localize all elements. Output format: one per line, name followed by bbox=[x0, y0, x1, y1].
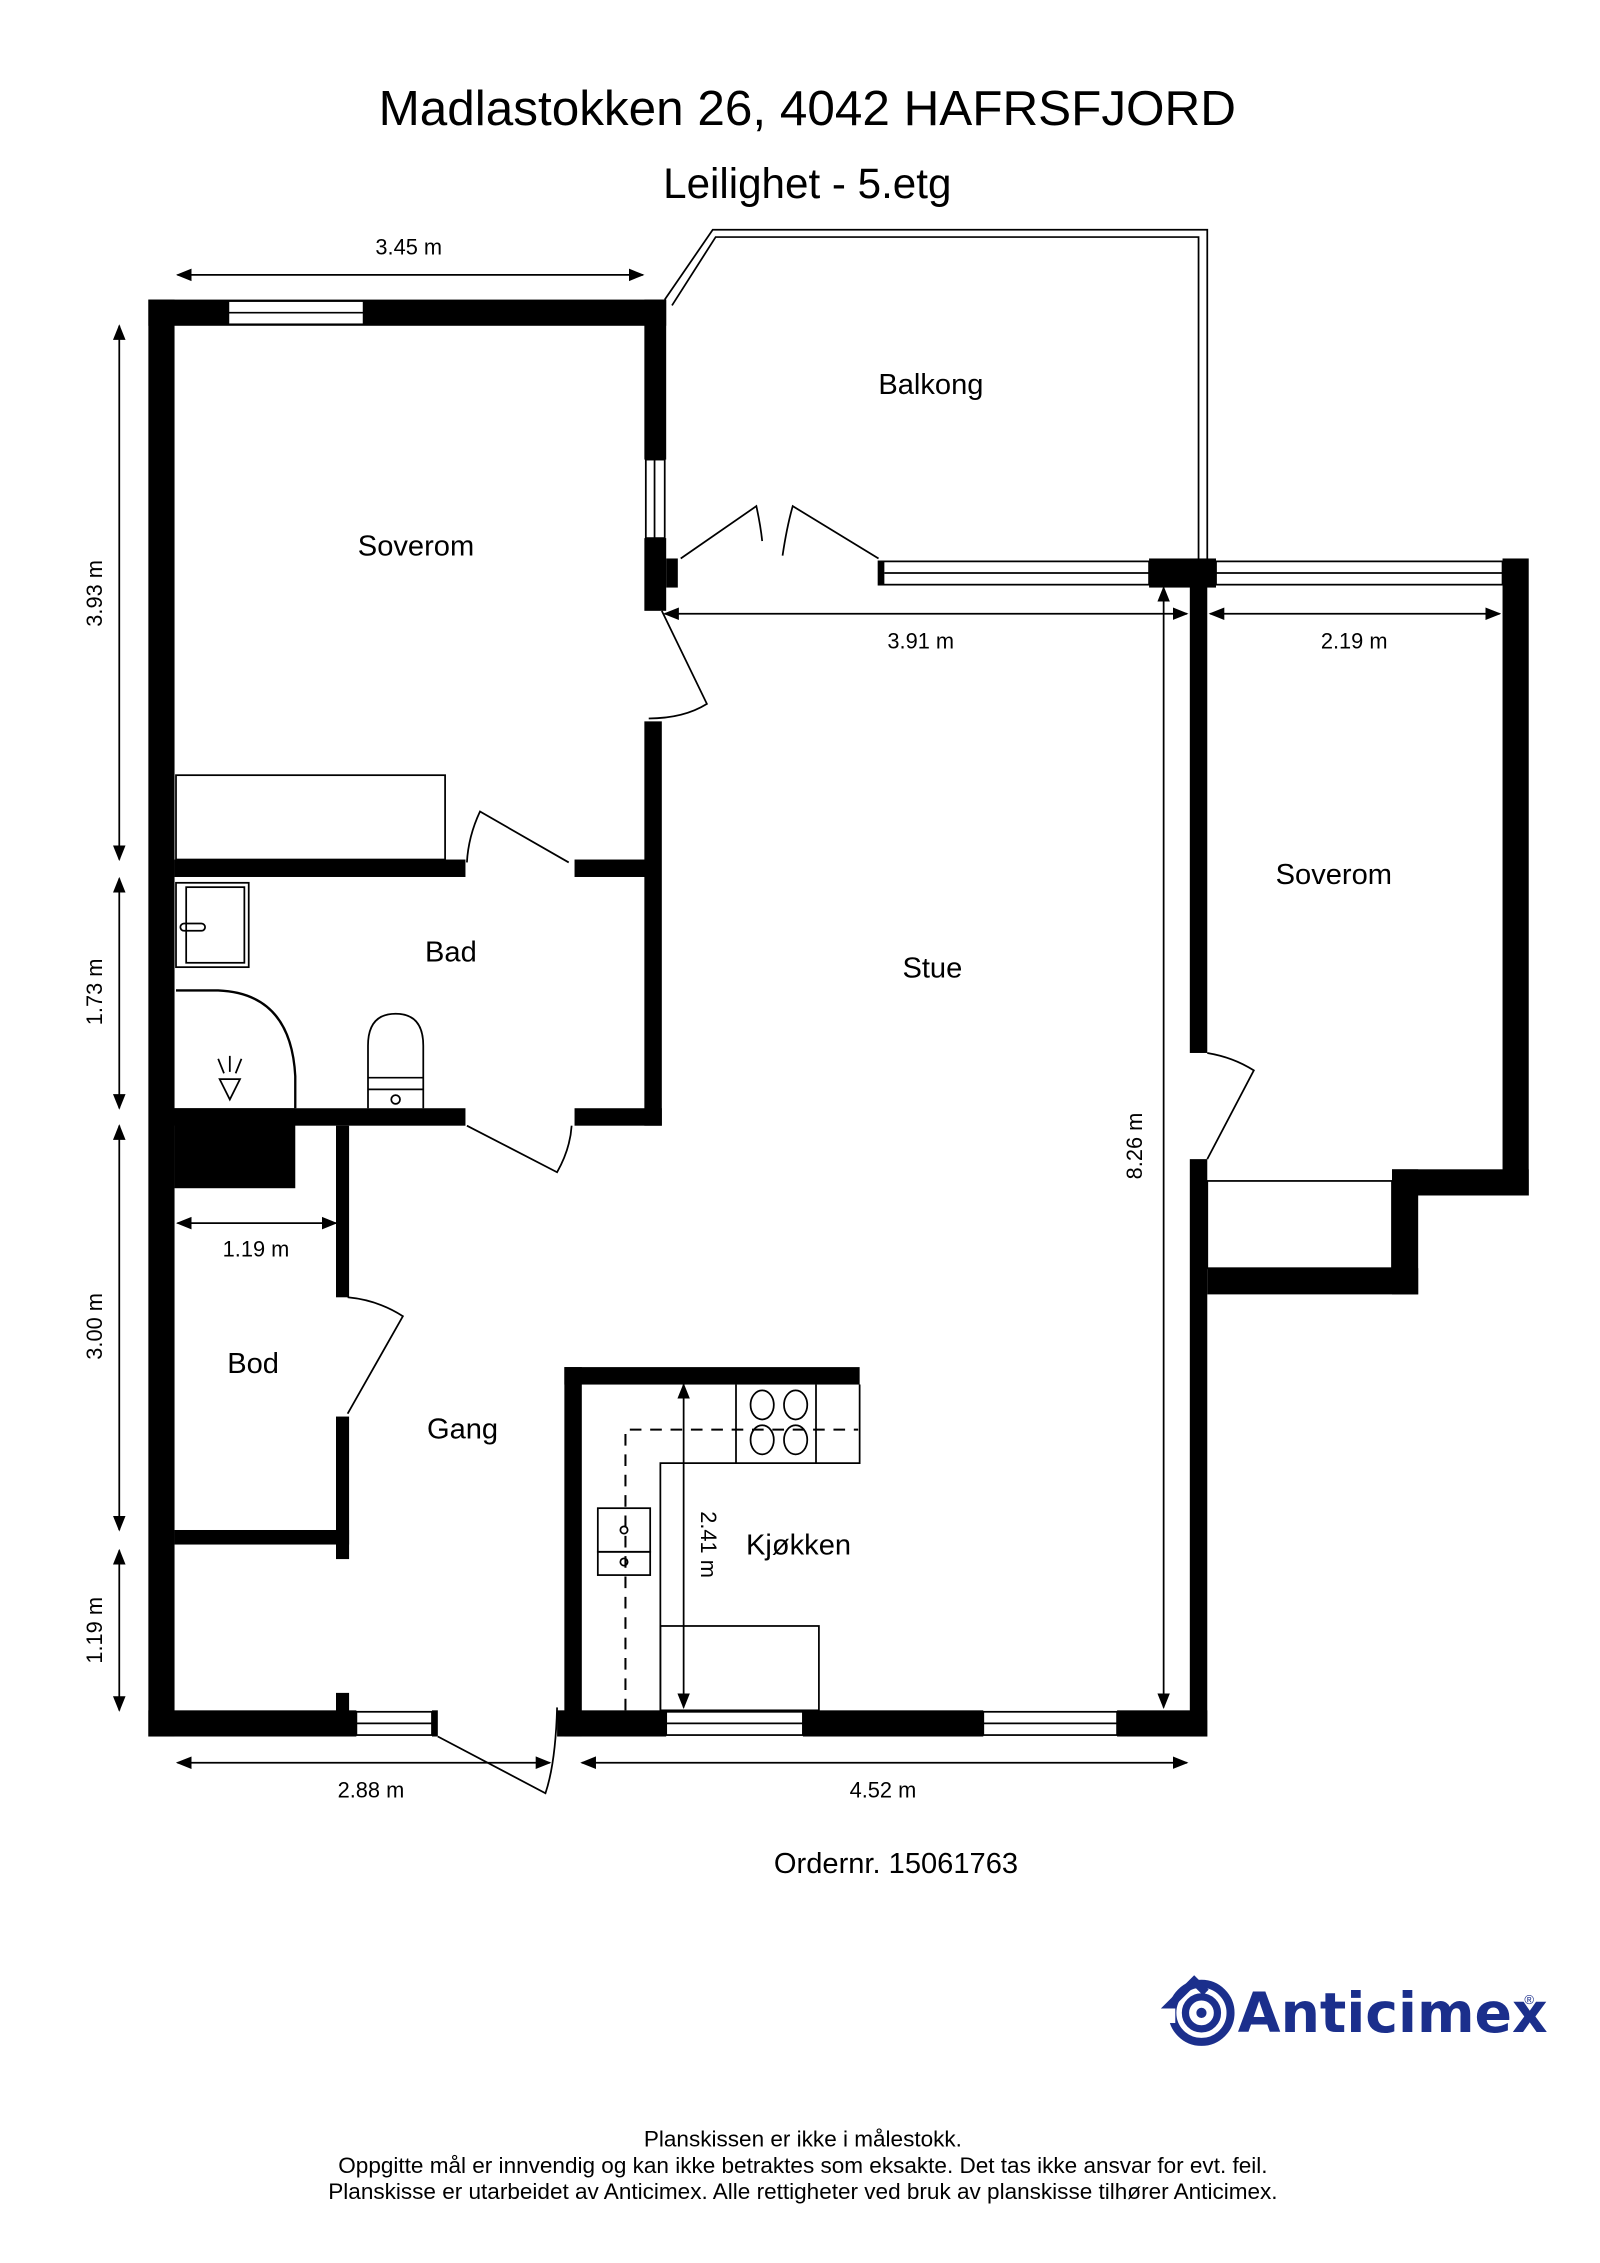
dim-label-gang-lower-height: 1.19 m bbox=[82, 1597, 107, 1664]
dim-label-bad-height: 1.73 m bbox=[82, 959, 107, 1026]
dim-label-soverom-width: 3.45 m bbox=[375, 235, 442, 260]
footer-line-2: Oppgitte mål er innvendig og kan ikke be… bbox=[338, 2153, 1267, 2178]
footer-line-3: Planskisse er utarbeidet av Anticimex. A… bbox=[328, 2179, 1277, 2204]
bathroom-sink-icon bbox=[175, 881, 250, 969]
room-label-balkong: Balkong bbox=[878, 369, 983, 401]
walls bbox=[148, 299, 1529, 1737]
windows bbox=[227, 300, 1504, 1736]
dim-label-soverom2-width: 2.19 m bbox=[1321, 629, 1388, 654]
wardrobe-soverom2 bbox=[1206, 1180, 1393, 1270]
entrance-door[interactable] bbox=[437, 1707, 558, 1795]
shower-icon bbox=[176, 989, 297, 1109]
registered-mark: ® bbox=[1524, 1992, 1534, 2007]
soverom2-door[interactable] bbox=[1206, 1052, 1255, 1160]
bad-gang-door[interactable] bbox=[466, 1124, 573, 1174]
dim-label-bottom-right: 4.52 m bbox=[850, 1778, 917, 1803]
room-label-gang: Gang bbox=[427, 1413, 498, 1445]
window-soverom2-top bbox=[1215, 560, 1504, 586]
plan-subtitle: Leilighet - 5.etg bbox=[663, 160, 951, 207]
dim-label-kjokken-height: 2.41 m bbox=[696, 1511, 721, 1578]
room-label-bad: Bad bbox=[425, 936, 477, 968]
room-label-soverom: Soverom bbox=[358, 531, 474, 563]
room-label-kjokken: Kjøkken bbox=[746, 1530, 851, 1562]
room-label-soverom-2: Soverom bbox=[1276, 859, 1392, 891]
dim-label-bod-width: 1.19 m bbox=[223, 1237, 290, 1262]
kitchen-counter bbox=[624, 1384, 861, 1712]
brand-name: Anticimex bbox=[1238, 1982, 1548, 2046]
bad-door[interactable] bbox=[466, 810, 570, 864]
kitchen-sink-icon bbox=[596, 1507, 652, 1576]
window-kjokken-2 bbox=[982, 1710, 1118, 1736]
window-stue-top bbox=[877, 560, 1150, 586]
window-gang-bottom bbox=[355, 1710, 433, 1736]
room-label-stue: Stue bbox=[902, 952, 962, 984]
bod-door[interactable] bbox=[346, 1296, 405, 1415]
window-soverom-side bbox=[644, 458, 666, 539]
dim-label-soverom-height: 3.93 m bbox=[82, 560, 107, 627]
fixtures bbox=[175, 774, 1393, 1712]
dim-label-bottom-left: 2.88 m bbox=[338, 1778, 405, 1803]
toilet-icon bbox=[367, 1012, 425, 1109]
anticimex-logo: Anticimex ® bbox=[1157, 1975, 1548, 2046]
anticimex-logo-icon bbox=[1157, 1975, 1235, 2046]
room-label-bod: Bod bbox=[227, 1348, 279, 1380]
stove-icon bbox=[749, 1389, 809, 1456]
order-number: Ordernr. 15061763 bbox=[774, 1848, 1018, 1880]
balcony-double-door[interactable] bbox=[680, 504, 880, 560]
dim-label-bod-height: 3.00 m bbox=[82, 1293, 107, 1360]
window-soverom-top bbox=[227, 300, 365, 326]
dimension-lines bbox=[112, 268, 1502, 1769]
balcony-railing bbox=[664, 228, 1209, 559]
doors bbox=[346, 504, 1255, 1795]
wardrobe bbox=[175, 774, 446, 861]
dim-label-stue-height: 8.26 m bbox=[1122, 1113, 1147, 1180]
soverom-door[interactable] bbox=[648, 610, 709, 720]
plan-title: Madlastokken 26, 4042 HAFRSFJORD bbox=[379, 81, 1236, 136]
dim-label-stue-width: 3.91 m bbox=[887, 629, 954, 654]
window-kjokken-1 bbox=[665, 1710, 804, 1736]
footer-line-1: Planskissen er ikke i målestokk. bbox=[644, 2127, 962, 2152]
